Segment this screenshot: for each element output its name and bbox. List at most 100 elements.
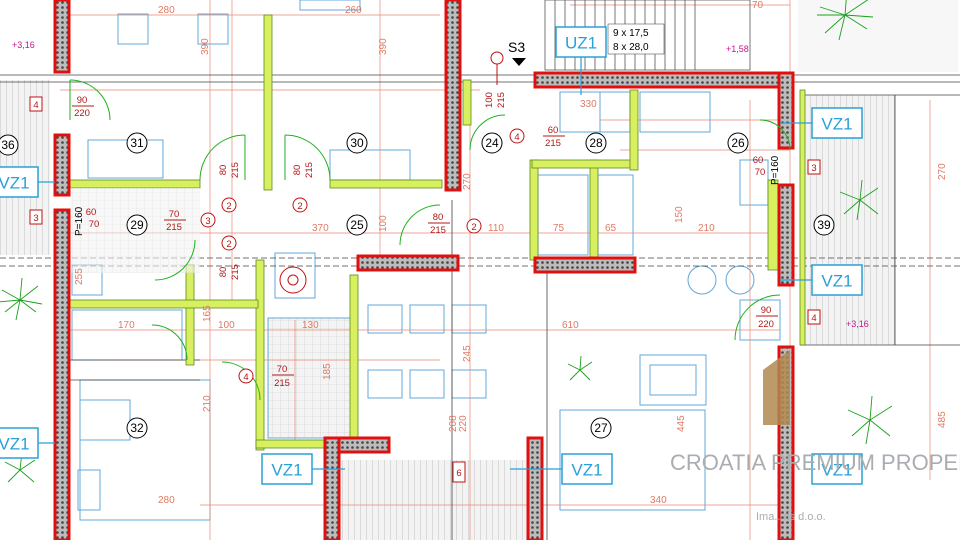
stair-line-1: 9 x 17,5 <box>613 28 649 39</box>
svg-text:610: 610 <box>562 320 579 331</box>
svg-text:6: 6 <box>456 468 461 479</box>
svg-text:220: 220 <box>74 108 90 119</box>
svg-text:90: 90 <box>77 95 88 106</box>
svg-text:215: 215 <box>166 222 182 233</box>
terrace-bottom <box>340 460 530 540</box>
structural-walls <box>53 0 795 540</box>
svg-text:215: 215 <box>274 378 290 389</box>
room-39: 39 <box>817 218 831 232</box>
uz1-tag: UZ1 <box>565 34 597 53</box>
svg-text:80: 80 <box>433 212 444 223</box>
section-label: S3 <box>508 39 525 55</box>
svg-text:485: 485 <box>937 411 948 428</box>
svg-text:70: 70 <box>277 364 288 375</box>
door-type-marker-labels: 4 2 2 2 3 2 4 4 3 3 4 6 <box>33 100 816 479</box>
svg-text:170: 170 <box>118 320 135 331</box>
svg-text:220: 220 <box>458 415 469 432</box>
svg-text:165: 165 <box>202 305 213 322</box>
svg-text:2: 2 <box>226 239 231 250</box>
svg-text:60: 60 <box>86 207 97 218</box>
svg-text:80: 80 <box>292 165 303 176</box>
room-28: 28 <box>589 136 603 150</box>
svg-text:390: 390 <box>378 38 389 55</box>
svg-text:100: 100 <box>378 215 389 232</box>
svg-text:65: 65 <box>605 223 617 234</box>
svg-text:260: 260 <box>345 5 362 16</box>
svg-text:110: 110 <box>488 223 504 234</box>
svg-text:210: 210 <box>202 395 213 412</box>
svg-text:245: 245 <box>462 345 473 362</box>
room-29: 29 <box>130 218 144 232</box>
svg-text:215: 215 <box>545 138 561 149</box>
section-arrow <box>512 58 526 66</box>
svg-text:4: 4 <box>33 100 38 111</box>
svg-text:280: 280 <box>158 5 175 16</box>
vz1-tag-bottom-mid: VZ1 <box>571 461 602 480</box>
room-30: 30 <box>350 136 364 150</box>
svg-text:340: 340 <box>650 495 667 506</box>
svg-text:270: 270 <box>462 173 473 190</box>
svg-text:2: 2 <box>471 222 476 233</box>
vz1-tag-bottom-right: VZ1 <box>821 461 852 480</box>
svg-text:2: 2 <box>297 201 302 212</box>
door-type-markers <box>29 96 821 483</box>
svg-text:80: 80 <box>218 267 229 278</box>
watermark-sub: Ima...ris d.o.o. <box>756 511 826 523</box>
partition-walls <box>67 14 806 451</box>
dimension-labels: 280 260 70 390 390 270 270 370 110 100 1… <box>74 0 948 506</box>
svg-text:60: 60 <box>548 125 559 136</box>
sill-height-left: P=160 <box>74 206 85 236</box>
room-26: 26 <box>731 136 745 150</box>
svg-text:255: 255 <box>74 268 85 285</box>
svg-text:215: 215 <box>230 264 241 280</box>
svg-text:445: 445 <box>676 415 687 432</box>
furniture <box>71 0 781 521</box>
svg-text:90: 90 <box>761 305 772 316</box>
svg-text:370: 370 <box>312 223 329 234</box>
room-27: 27 <box>594 421 608 435</box>
room-25: 25 <box>350 218 364 232</box>
svg-text:70: 70 <box>755 167 766 178</box>
level-mark-2: +3,16 <box>12 40 35 50</box>
shower-drain <box>279 266 307 294</box>
svg-text:70: 70 <box>89 219 100 230</box>
svg-text:3: 3 <box>33 213 38 224</box>
svg-text:215: 215 <box>304 162 315 178</box>
svg-text:210: 210 <box>698 223 715 234</box>
sill-height-right: P=160 <box>770 155 781 185</box>
room-32: 32 <box>130 421 144 435</box>
vz1-tag-left-bottom: VZ1 <box>0 435 30 454</box>
svg-text:215: 215 <box>230 162 241 178</box>
facade-panel <box>763 350 790 425</box>
terrace-top-right <box>798 0 958 72</box>
vz1-tag-right-mid: VZ1 <box>821 272 852 291</box>
room-31: 31 <box>130 136 144 150</box>
vz1-tag-right-top: VZ1 <box>821 115 852 134</box>
svg-text:330: 330 <box>580 99 597 110</box>
svg-text:4: 4 <box>811 313 816 324</box>
vz1-tag-left-top: VZ1 <box>0 174 30 193</box>
svg-text:280: 280 <box>158 495 175 506</box>
svg-text:70: 70 <box>752 0 764 11</box>
svg-text:130: 130 <box>302 320 319 331</box>
reference-lines <box>0 74 960 540</box>
svg-text:150: 150 <box>674 206 685 223</box>
svg-text:390: 390 <box>200 38 211 55</box>
level-mark-3: +3,16 <box>846 319 869 329</box>
svg-text:185: 185 <box>322 363 333 380</box>
room-24: 24 <box>485 136 499 150</box>
svg-text:270: 270 <box>937 163 948 180</box>
vz1-tag-bottom-left: VZ1 <box>271 461 302 480</box>
svg-text:215: 215 <box>430 225 446 236</box>
level-mark-1: +1,58 <box>726 44 749 54</box>
svg-text:75: 75 <box>553 223 565 234</box>
svg-text:100: 100 <box>218 320 235 331</box>
svg-text:4: 4 <box>243 372 248 383</box>
svg-text:4: 4 <box>514 132 519 143</box>
watermark: CROATIA PREMIUM PROPERTY SERVICE <box>670 450 960 475</box>
svg-text:208: 208 <box>448 415 459 432</box>
svg-text:70: 70 <box>169 209 180 220</box>
